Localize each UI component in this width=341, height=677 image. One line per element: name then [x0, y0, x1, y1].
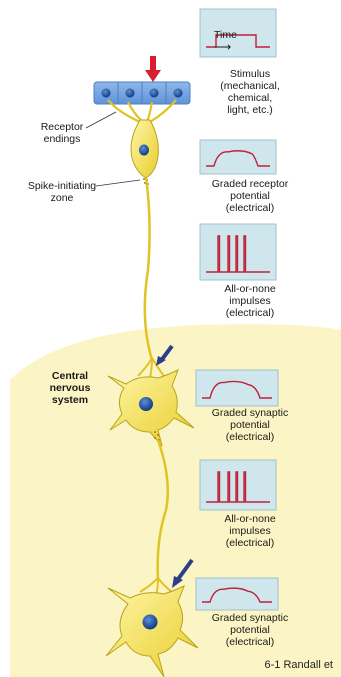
waveform-panel — [196, 370, 278, 406]
caption-receptor-potential: Graded receptor potential (electrical) — [188, 178, 312, 214]
caption-synaptic-1: Graded synaptic potential (electrical) — [188, 407, 312, 443]
time-arrow-icon: ⟶ — [214, 40, 231, 54]
stimulus-arrow-icon — [145, 56, 161, 82]
waveform-panel — [200, 140, 276, 174]
spike-initiating-zone-label: Spike-initiating zone — [22, 180, 102, 204]
caption-stimulus: Stimulus (mechanical, chemical, light, e… — [194, 68, 306, 116]
caption-impulses-2: All-or-none impulses (electrical) — [194, 513, 306, 549]
waveform-panel — [200, 224, 276, 280]
cns-label: Central nervous system — [38, 370, 102, 406]
waveform-panel — [196, 578, 278, 610]
receptor-endings-label: Receptor endings — [32, 121, 92, 145]
sensory-neuron — [131, 120, 158, 178]
waveform-panel — [200, 460, 276, 510]
spike-zone-leader — [96, 180, 140, 186]
figure-credit: 6-1 Randall et — [265, 659, 334, 671]
caption-synaptic-2: Graded synaptic potential (electrical) — [188, 612, 312, 648]
caption-impulses-1: All-or-none impulses (electrical) — [194, 283, 306, 319]
time-label: Time ⟶ — [214, 17, 274, 54]
